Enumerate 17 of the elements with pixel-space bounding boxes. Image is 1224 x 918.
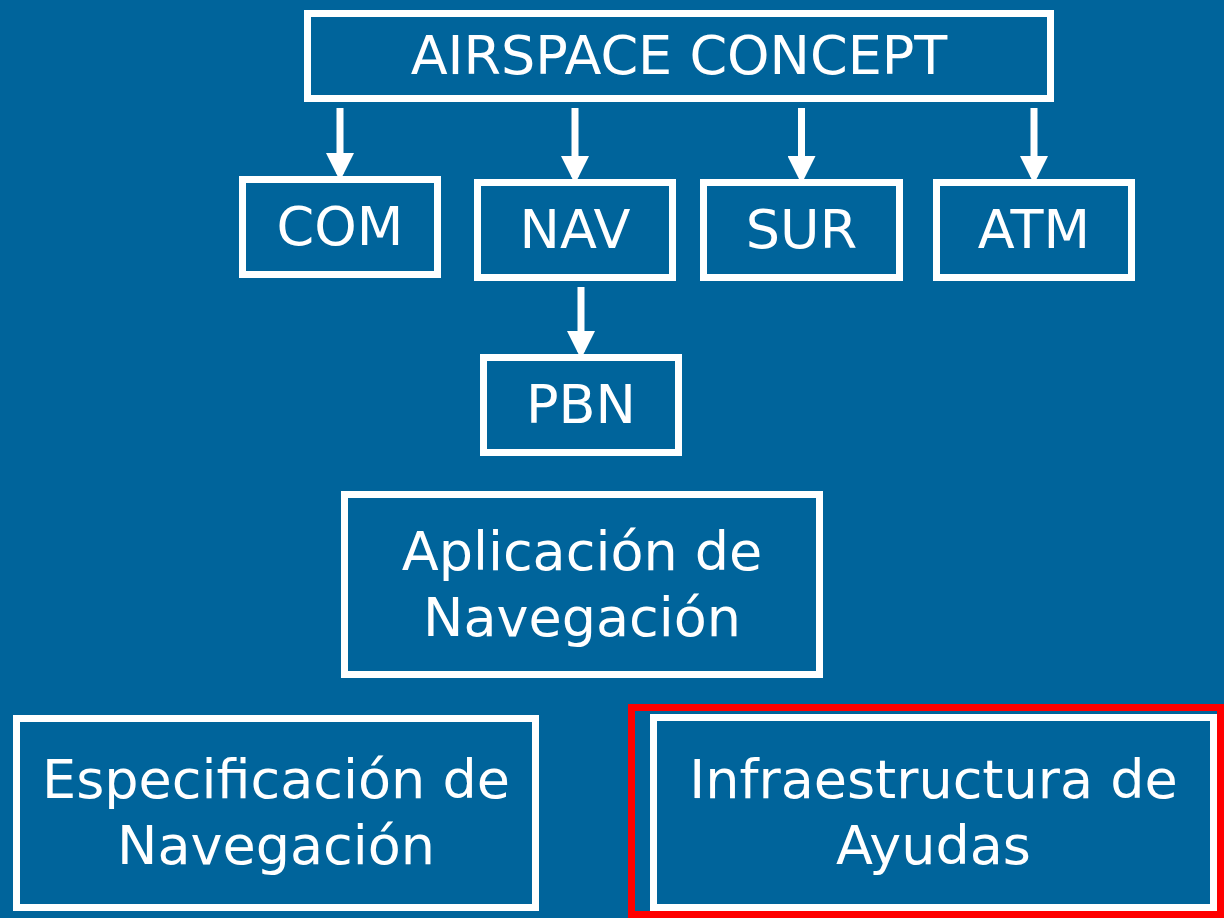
title-box [304, 10, 1054, 102]
process-box [239, 176, 441, 278]
process-box [480, 354, 682, 456]
node-label: ATM [977, 197, 1091, 263]
process-box [13, 715, 539, 911]
process-box [474, 179, 676, 281]
process-box [933, 179, 1135, 281]
process-box [341, 491, 823, 678]
node-label: COM [276, 194, 404, 260]
node-label: SUR [745, 197, 858, 263]
node-label: NAV [519, 197, 631, 263]
node-label: AIRSPACE CONCEPT [410, 23, 948, 89]
node-label: Especificación de Navegación [41, 747, 511, 879]
process-box [700, 179, 903, 281]
node-label: PBN [526, 372, 636, 438]
node-label: Infraestructura de Ayudas [688, 746, 1179, 879]
node-label: Aplicación de Navegación [400, 518, 764, 651]
